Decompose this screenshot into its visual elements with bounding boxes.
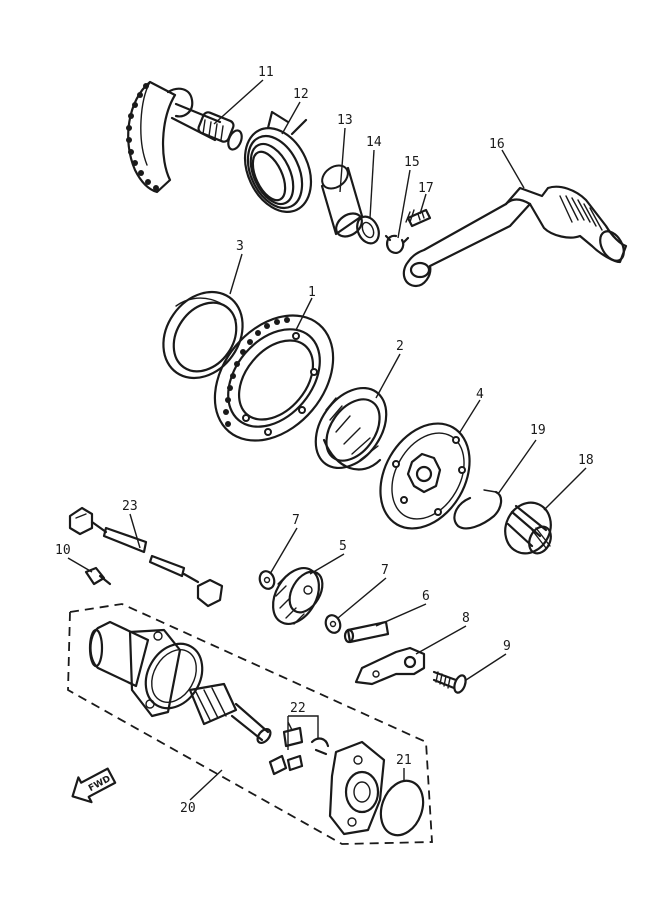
part-8-plate xyxy=(354,646,426,686)
callout-7-lower: 7 xyxy=(381,563,389,578)
part-12-kick-spring xyxy=(243,110,313,213)
callout-20: 20 xyxy=(180,801,196,816)
callout-23: 23 xyxy=(122,499,138,514)
callout-16: 16 xyxy=(489,137,505,152)
callout-10: 10 xyxy=(55,543,71,558)
part-7-washer-lower xyxy=(324,614,342,634)
part-1-starter-wheel-gear xyxy=(213,314,335,442)
callout-5: 5 xyxy=(339,539,347,554)
part-5-idle-gear xyxy=(271,567,324,625)
callout-9: 9 xyxy=(503,639,511,654)
callout-21: 21 xyxy=(396,753,412,768)
callout-11: 11 xyxy=(258,65,274,80)
part-16-kick-crank xyxy=(402,185,628,288)
callout-6: 6 xyxy=(422,589,430,604)
callout-18: 18 xyxy=(578,453,594,468)
part-4-starter-clutch xyxy=(379,422,471,530)
part-14-washer xyxy=(356,215,380,245)
part-15-circlip xyxy=(384,234,410,254)
callout-8: 8 xyxy=(462,611,470,626)
part-7-washer-upper xyxy=(258,570,276,590)
part-10-bolt xyxy=(84,566,112,586)
fwd-direction-arrow: FWD xyxy=(71,767,117,804)
callout-2: 2 xyxy=(396,339,404,354)
part-3-oil-seal xyxy=(162,290,244,380)
callout-4: 4 xyxy=(476,387,484,402)
callout-15: 15 xyxy=(404,155,420,170)
callout-12: 12 xyxy=(293,87,309,102)
part-20-starter-motor-assembly xyxy=(67,603,433,845)
callout-7-upper: 7 xyxy=(292,513,300,528)
callout-17: 17 xyxy=(418,181,434,196)
part-17-bolt xyxy=(405,208,432,228)
callout-3: 3 xyxy=(236,239,244,254)
part-6-shaft xyxy=(343,620,390,644)
assembly-boundary xyxy=(67,603,433,845)
part-9-screw xyxy=(432,670,467,694)
part-23-lead-wire xyxy=(68,506,224,608)
callout-19: 19 xyxy=(530,423,546,438)
callout-1: 1 xyxy=(308,285,316,300)
callout-13: 13 xyxy=(337,113,353,128)
part-19-circlip xyxy=(453,489,503,530)
callout-22: 22 xyxy=(290,701,306,716)
leader-lines xyxy=(67,79,587,801)
callout-numbers: 11 12 13 14 15 17 16 3 1 2 4 19 18 23 10… xyxy=(55,65,594,816)
callout-14: 14 xyxy=(366,135,382,150)
part-2-one-way-clutch xyxy=(314,386,388,471)
part-18-idle-gear xyxy=(504,501,552,555)
part-11-kick-axle xyxy=(126,80,243,194)
